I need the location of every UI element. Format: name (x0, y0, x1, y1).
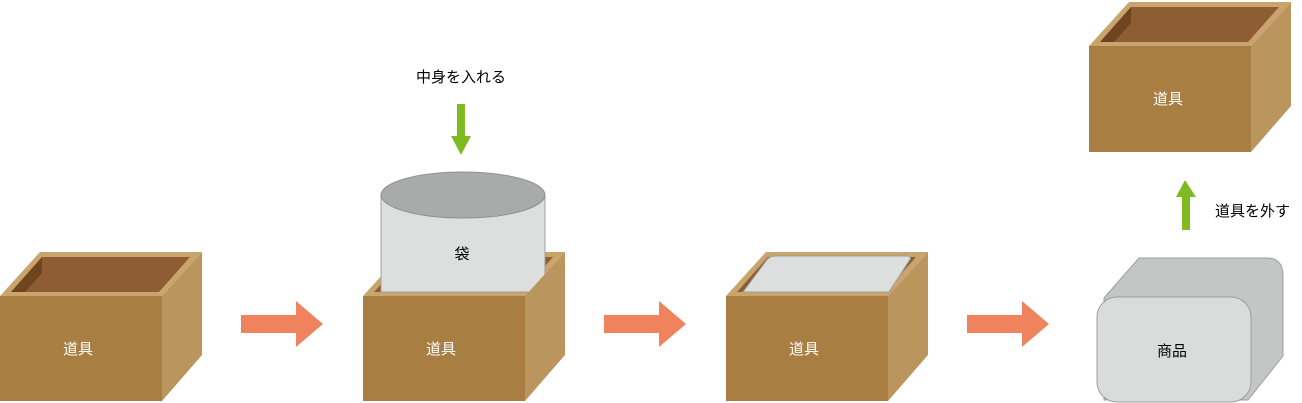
flow-arrow-1 (241, 301, 323, 347)
tool-box-label: 道具 (63, 340, 93, 358)
insert-arrow-down (451, 104, 471, 155)
tool-box-label: 道具 (789, 340, 819, 358)
tool-box-with-bag: 袋 道具 (363, 171, 565, 401)
tool-box-filled: 道具 (726, 252, 928, 401)
bag-label: 袋 (454, 245, 469, 263)
insert-contents-label: 中身を入れる (416, 68, 506, 86)
flow-arrow-3 (967, 301, 1049, 347)
remove-arrow-up (1176, 180, 1196, 230)
product-block: 商品 (1096, 257, 1284, 403)
tool-box-label: 道具 (1153, 90, 1183, 108)
remove-tool-label: 道具を外す (1215, 202, 1290, 220)
tool-box-removed: 道具 (1089, 2, 1291, 152)
flow-arrow-2 (604, 301, 686, 347)
tool-box-empty: 道具 (0, 252, 202, 401)
product-label: 商品 (1157, 342, 1187, 360)
tool-box-label: 道具 (426, 340, 456, 358)
bag-cylinder: 袋 (380, 171, 546, 293)
